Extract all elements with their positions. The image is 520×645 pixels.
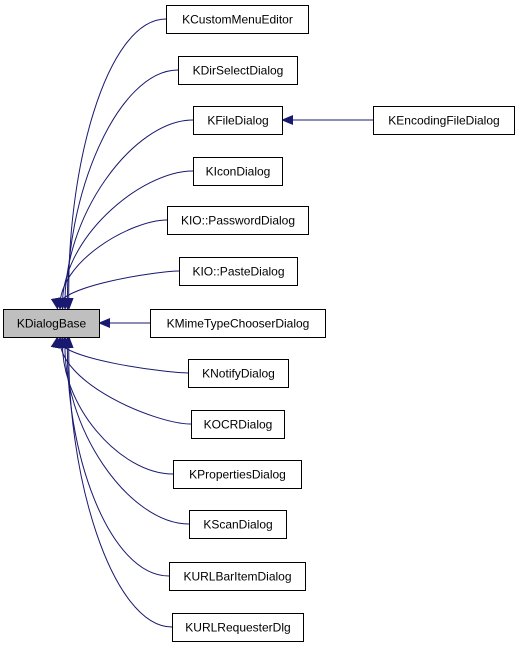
node-box	[193, 106, 283, 135]
node-box	[193, 157, 283, 186]
edge-kpropertiesdialog-to-kdialogbase	[56, 336, 174, 475]
node-kscandialog[interactable]: KScanDialog	[189, 510, 287, 539]
node-label: KScanDialog	[203, 518, 272, 532]
node-label: KIO::PasteDialog	[192, 265, 284, 279]
edge-kurlbaritemdialog-to-kdialogbase	[62, 336, 170, 577]
node-kdialogbase[interactable]: KDialogBase	[3, 309, 100, 338]
node-box	[167, 206, 309, 235]
node-label: KDirSelectDialog	[193, 64, 284, 78]
nodes-layer: KDialogBase KCustomMenuEditorKDirSelectDi…	[3, 5, 515, 642]
edge-kdirselectdialog-to-kdialogbase	[62, 69, 179, 310]
node-kencodingfiledialog[interactable]: KEncodingFileDialog	[373, 106, 515, 135]
node-label: KPropertiesDialog	[189, 468, 286, 482]
node-box	[169, 562, 306, 591]
node-box	[3, 309, 100, 338]
edge-kio-passworddialog-to-kdialogbase	[54, 219, 168, 310]
node-kcustommenueditor[interactable]: KCustomMenuEditor	[166, 5, 309, 34]
node-box	[191, 410, 285, 439]
node-knotifydialog[interactable]: KNotifyDialog	[188, 359, 289, 388]
node-box	[173, 460, 302, 489]
node-kurlbaritemdialog[interactable]: KURLBarItemDialog	[169, 562, 306, 591]
edge-kicondialog-to-kdialogbase	[56, 170, 194, 310]
node-kocrdialog[interactable]: KOCRDialog	[191, 410, 285, 439]
node-label: KEncodingFileDialog	[388, 114, 499, 128]
node-kicondialog[interactable]: KIconDialog	[193, 157, 283, 186]
node-box	[189, 510, 287, 539]
node-box	[166, 5, 309, 34]
node-label: KNotifyDialog	[202, 367, 275, 381]
node-label: KIconDialog	[206, 165, 271, 179]
edge-knotifydialog-to-kdialogbase	[50, 336, 189, 374]
node-kmimetypechooserdialog[interactable]: KMimeTypeChooserDialog	[150, 309, 326, 338]
node-label: KCustomMenuEditor	[182, 13, 293, 27]
node-box	[178, 56, 298, 85]
node-kio-passworddialog[interactable]: KIO::PasswordDialog	[167, 206, 309, 235]
node-box	[150, 309, 326, 338]
node-box	[188, 359, 289, 388]
node-label: KURLBarItemDialog	[183, 570, 291, 584]
node-kdirselectdialog[interactable]: KDirSelectDialog	[178, 56, 298, 85]
node-kfiledialog[interactable]: KFileDialog	[193, 106, 283, 135]
edge-kscandialog-to-kdialogbase	[59, 336, 190, 525]
node-label: KURLRequesterDlg	[185, 621, 290, 635]
node-label: KDialogBase	[17, 317, 87, 331]
node-kio-pastedialog[interactable]: KIO::PasteDialog	[179, 257, 298, 286]
edge-kurlrequesterdlg-to-kdialogbase	[63, 336, 173, 628]
node-kpropertiesdialog[interactable]: KPropertiesDialog	[173, 460, 302, 489]
node-kurlrequesterdlg[interactable]: KURLRequesterDlg	[172, 613, 304, 642]
edges-layer	[50, 18, 373, 628]
edge-kio-pastedialog-to-kdialogbase	[50, 270, 180, 310]
node-box	[373, 106, 515, 135]
node-label: KIO::PasswordDialog	[181, 214, 295, 228]
node-box	[172, 613, 304, 642]
node-label: KOCRDialog	[204, 418, 273, 432]
node-label: KFileDialog	[207, 114, 268, 128]
node-box	[179, 257, 298, 286]
node-label: KMimeTypeChooserDialog	[167, 317, 310, 331]
edge-kocrdialog-to-kdialogbase	[54, 336, 192, 425]
